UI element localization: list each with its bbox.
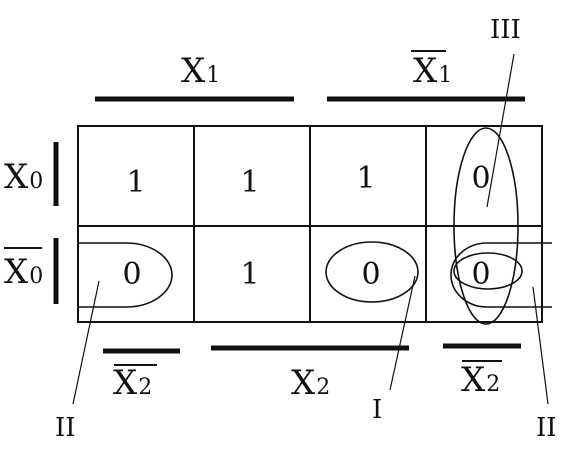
cell-r1-c4: 0: [471, 161, 490, 196]
kmap-grid: [77, 125, 543, 323]
variable-bars: [53, 96, 525, 354]
label-x2-bottom-mid: X2: [291, 363, 330, 403]
label-x0-bar-row2: X0: [4, 252, 43, 292]
leader-iii: [486, 53, 515, 208]
group-labels: II I III II: [55, 15, 557, 443]
leader-ii-left: [72, 280, 100, 405]
label-x0-row1: X0: [4, 157, 43, 197]
group-label-i: I: [372, 395, 382, 425]
cell-r2-c3: 0: [361, 257, 380, 292]
group-label-iii: III: [490, 15, 521, 45]
cell-values: 1 1 1 0 0 1 0 0: [122, 161, 490, 292]
variable-labels: X1 X1 X0 X0 X2 X2 X2: [4, 50, 502, 403]
loop-ii-right-inner: [453, 252, 523, 290]
label-x2-bar-bottom-left: X2: [113, 363, 152, 403]
cell-r1-c2: 1: [240, 165, 259, 200]
group-loops: [78, 127, 552, 325]
loop-ii-left: [78, 242, 173, 308]
loop-ii-right: [450, 242, 552, 308]
cell-r2-c4: 0: [471, 257, 490, 292]
cell-r2-c2: 1: [240, 257, 259, 292]
cell-r2-c1: 0: [122, 257, 141, 292]
leader-ii-right: [532, 286, 549, 405]
leader-i: [389, 275, 416, 391]
loop-i: [325, 241, 419, 303]
cell-r1-c3: 1: [356, 161, 375, 196]
group-label-ii-right: II: [536, 413, 557, 443]
cell-r1-c1: 1: [126, 165, 145, 200]
label-x1-bar-top: X1: [413, 51, 452, 91]
leader-lines: [72, 53, 549, 405]
loop-iii: [453, 127, 519, 325]
group-label-ii-left: II: [55, 413, 76, 443]
label-x1-top: X1: [181, 51, 220, 91]
label-x2-bar-bottom-right: X2: [461, 360, 500, 400]
